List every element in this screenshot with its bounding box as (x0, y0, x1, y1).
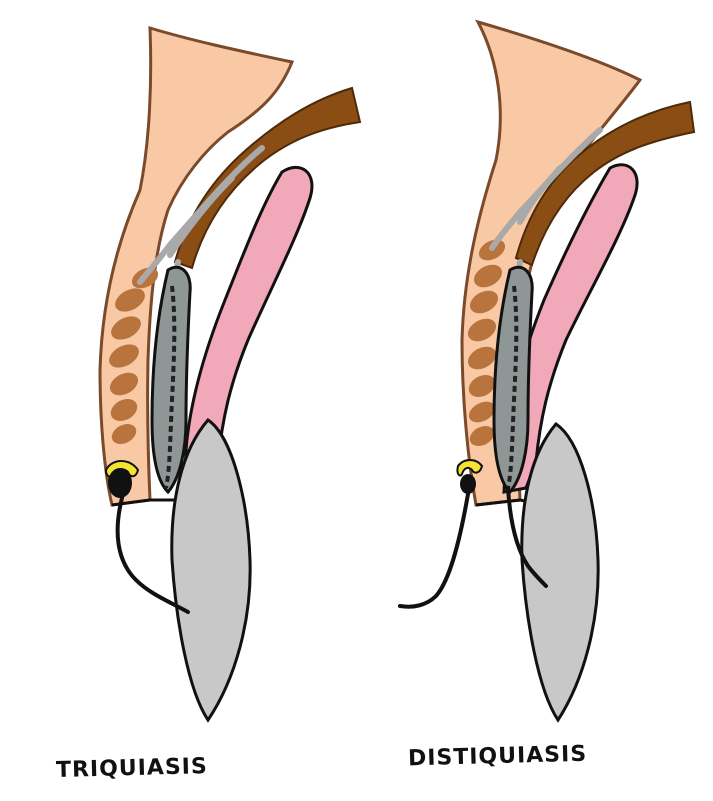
caption-triquiasis: TRIQUIASIS (56, 754, 208, 783)
cornea-left (172, 420, 250, 720)
eyelash-normal-right (400, 494, 468, 607)
hair-follicle-right (460, 474, 476, 494)
hair-follicle-left (108, 468, 132, 498)
panel-triquiasis (100, 28, 360, 720)
caption-distiquiasis: DISTIQUIASIS (408, 742, 588, 772)
panel-distiquiasis (400, 22, 694, 720)
